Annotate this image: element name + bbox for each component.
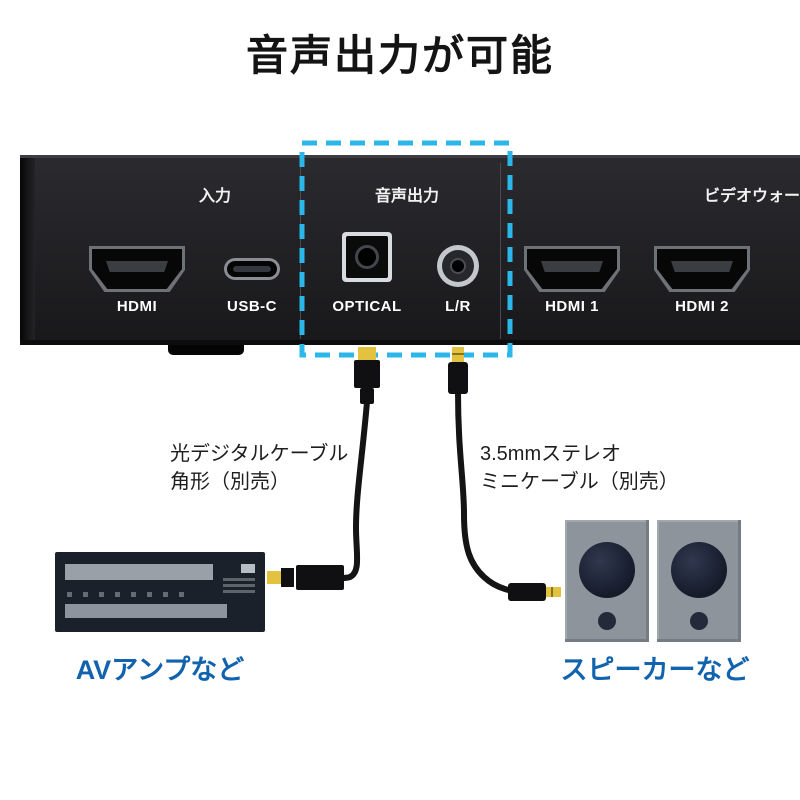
amp-buttons: [67, 592, 187, 597]
amp-vent: [223, 578, 255, 581]
hdmi-in-port-label: HDMI: [116, 298, 158, 315]
optical-cable-label: 光デジタルケーブル 角形（別売）: [170, 440, 348, 496]
optical-plug-bottom-body-icon: [296, 565, 344, 590]
stereo-plug-top-body-icon: [448, 362, 468, 394]
stereo-plug-ring-icon: [452, 353, 464, 355]
optical-plug-top-tip-icon: [358, 347, 376, 360]
amp-display: [65, 564, 213, 580]
stereo-plug-top-tip-icon: [452, 347, 464, 364]
device-rear-panel: 入力 音声出力 ビデオウォー HDMI USB-C OPTICAL L/R HD…: [20, 155, 800, 345]
amp-caption: AVアンプなど: [75, 655, 245, 685]
speaker-left-illustration: [565, 520, 649, 642]
speaker-caption: スピーカーなど: [560, 655, 750, 685]
optical-plug-top-neck-icon: [360, 388, 374, 404]
section-divider: [300, 163, 301, 339]
amp-vent: [223, 584, 255, 587]
input-section-label: 入力: [198, 188, 231, 205]
panel-rubber-foot: [168, 345, 244, 355]
hdmi1-port-label: HDMI 1: [545, 298, 599, 315]
hdmi-in-port-icon: [89, 246, 185, 292]
optical-cable-label-line2: 角形（別売）: [170, 471, 290, 493]
panel-top-edge: [20, 155, 800, 158]
usbc-port-icon: [224, 258, 280, 280]
panel-left-side: [20, 155, 35, 345]
optical-plug-bottom-neck-icon: [281, 568, 294, 587]
hdmi1-port-icon: [524, 246, 620, 292]
amp-vent: [223, 590, 255, 593]
optical-plug-top-body-icon: [354, 360, 380, 388]
stereo-plug-right-body-icon: [508, 583, 546, 601]
stereo-plug-right-tip-icon: [546, 587, 561, 597]
videowall-section-label: ビデオウォー: [704, 188, 800, 205]
optical-port-icon: [342, 232, 392, 282]
amp-tray: [65, 604, 227, 618]
panel-bottom-edge: [20, 340, 800, 345]
lr-port-label: L/R: [445, 298, 471, 315]
stereo-cable-label-line2: ミニケーブル（別売）: [480, 471, 679, 493]
speaker-tweeter-icon: [690, 612, 708, 630]
page-title: 音声出力が可能: [245, 32, 554, 79]
hdmi2-port-icon: [654, 246, 750, 292]
usbc-port-label: USB-C: [227, 298, 277, 315]
optical-port-label: OPTICAL: [332, 298, 402, 315]
speaker-woofer-icon: [579, 542, 635, 598]
optical-plug-bottom-tip-icon: [267, 571, 281, 584]
hdmi2-port-label: HDMI 2: [675, 298, 729, 315]
stereo-cable-label-line1: 3.5mmステレオ: [480, 443, 622, 465]
amp-detail: [241, 564, 255, 573]
audio-output-section-label: 音声出力: [374, 188, 439, 205]
av-amp-illustration: [55, 552, 265, 632]
optical-cable-label-line1: 光デジタルケーブル: [170, 443, 349, 465]
speaker-right-illustration: [657, 520, 741, 642]
speaker-woofer-icon: [671, 542, 727, 598]
speaker-tweeter-icon: [598, 612, 616, 630]
stereo-cable-label: 3.5mmステレオ ミニケーブル（別売）: [480, 440, 679, 496]
stereo-plug-ring-icon: [551, 587, 553, 597]
lr-jack-icon: [437, 245, 479, 287]
